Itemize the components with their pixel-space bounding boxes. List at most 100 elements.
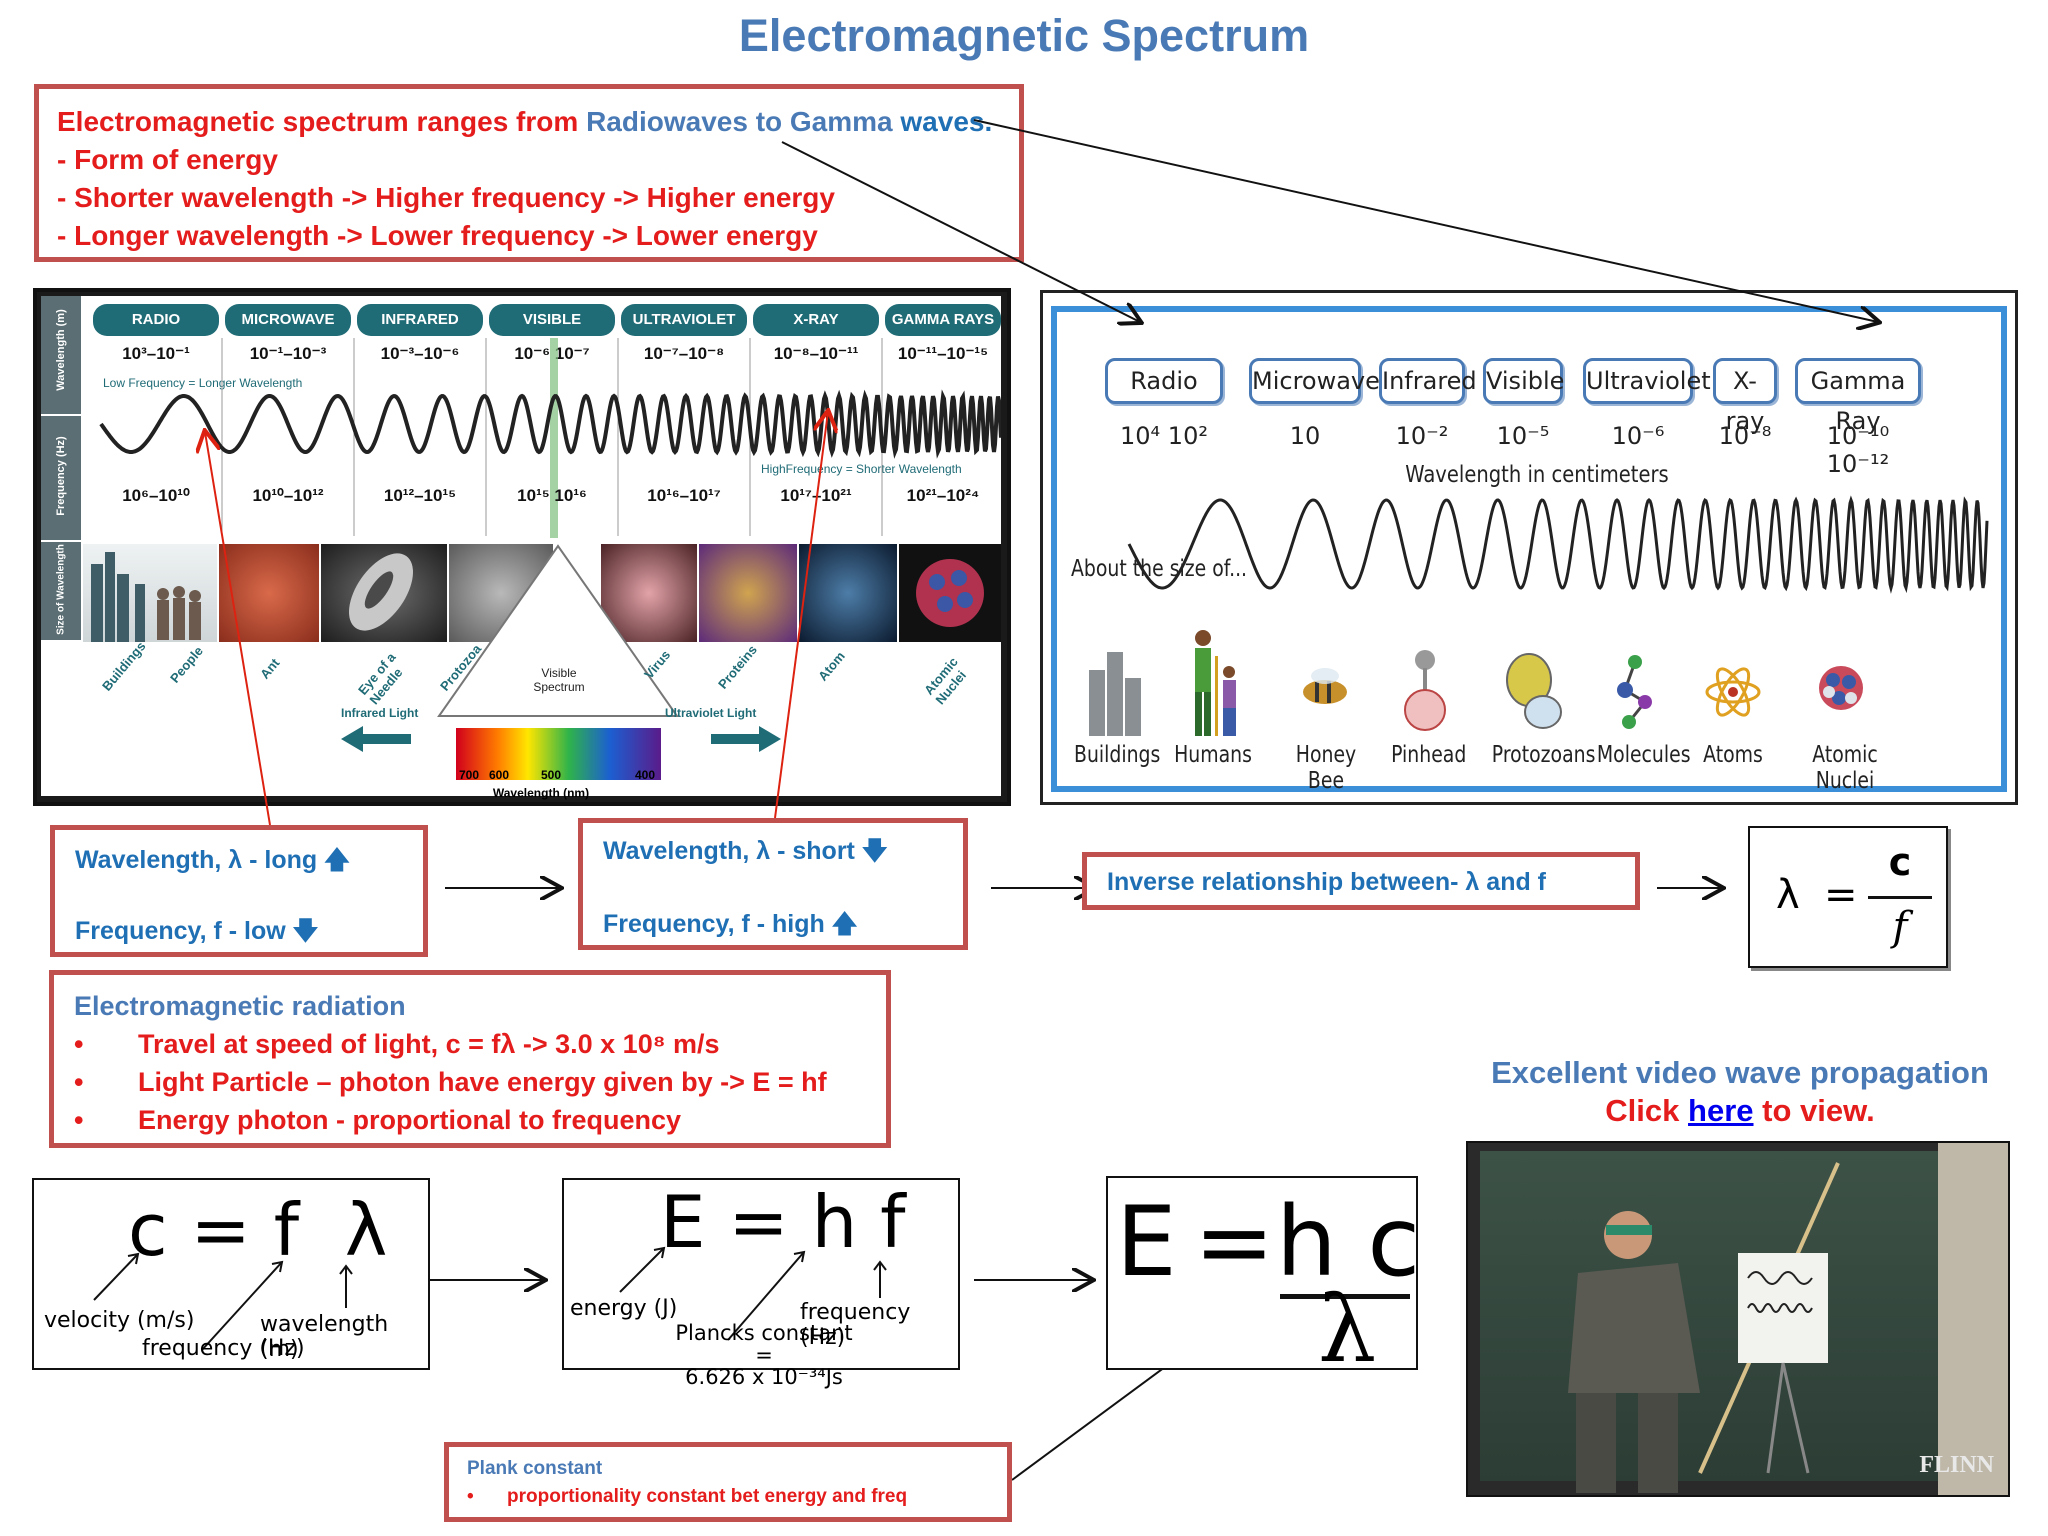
pinhead-icon xyxy=(1404,650,1446,731)
band-header-ultraviolet: ULTRAVIOLET xyxy=(621,304,747,336)
object-label-atomic-nuclei: Atomic Nuclei xyxy=(1812,742,1878,794)
power-visible: 10⁻⁵ xyxy=(1496,422,1550,450)
video-click-line: Click here to view. xyxy=(1605,1093,1875,1128)
object-label-atoms: Atoms xyxy=(1703,742,1763,768)
band-header-xray: X-RAY xyxy=(753,304,879,336)
frequency-range-ultraviolet: 10¹⁶–10¹⁷ xyxy=(647,486,721,505)
intro-bullet: - Form of energy xyxy=(57,144,278,175)
molecules-icon xyxy=(1617,655,1652,729)
object-label-humans: Humans xyxy=(1174,742,1252,768)
up-arrow-icon: 🡅 xyxy=(831,910,858,938)
right-wave-svg xyxy=(1127,495,1989,594)
buildings-icon xyxy=(1089,652,1141,736)
band-dividers xyxy=(99,338,1001,538)
atomic-nuclei-icon xyxy=(1819,666,1863,710)
em-bullet: •Light Particle – photon have energy giv… xyxy=(74,1067,827,1097)
velocity-label: velocity (m/s) xyxy=(44,1308,195,1333)
formula-c-f-lambda: c = f λ xyxy=(128,1188,388,1272)
frequency-range-microwave: 10¹⁰–10¹² xyxy=(252,486,324,505)
frequency-range-gamma: 10²¹–10²⁴ xyxy=(906,486,980,505)
video-link[interactable]: here xyxy=(1688,1093,1754,1128)
long-wavelength-box: Wavelength, λ - long 🡅 Frequency, f - lo… xyxy=(50,825,428,957)
right-panel-frame: Radio Microwave Infrared Visible Ultravi… xyxy=(1051,306,2007,794)
power-radio: 10⁴ 10² xyxy=(1120,422,1208,450)
low-frequency-text: Frequency, f - low 🡇 xyxy=(75,917,319,945)
formula2-arrows xyxy=(619,1246,887,1341)
plank-heading: Plank constant xyxy=(467,1458,603,1479)
em-bullet: •Energy photon - proportional to frequen… xyxy=(74,1105,681,1135)
formula-equals: = xyxy=(1824,872,1858,918)
lambda-formula-box: λ = c f xyxy=(1748,826,1948,968)
nm-tick: 400 xyxy=(634,768,656,782)
arrow-long-wave xyxy=(205,432,271,826)
formula-equals-3: = xyxy=(1194,1186,1275,1298)
intro-bullet: - Shorter wavelength -> Higher frequency… xyxy=(57,182,835,213)
formula-numerator: c xyxy=(1888,840,1912,884)
proteins-image xyxy=(699,544,797,642)
spectrum-wave-left xyxy=(99,389,1001,459)
wavelength-label: wavelength (m) xyxy=(260,1312,389,1362)
buildings-people-image xyxy=(83,544,217,642)
short-wavelength-box: Wavelength, λ - short 🡇 Frequency, f - h… xyxy=(578,818,968,950)
atom-image xyxy=(799,544,897,642)
frequency-range-visible: 10¹⁵ 10¹⁶ xyxy=(517,486,587,505)
inverse-relationship-text: Inverse relationship between- λ and f xyxy=(1107,868,1547,896)
intro-box: Electromagnetic spectrum ranges from Rad… xyxy=(34,84,1024,262)
object-label-molecules: Molecules xyxy=(1596,742,1691,768)
video-thumbnail[interactable]: FLINN xyxy=(1466,1141,2010,1497)
band-header-microwave: MICROWAVE xyxy=(225,304,351,336)
arrow-to-gamma xyxy=(973,119,1878,322)
left-panel-canvas: Wavelength (m) Frequency (Hz) Size of Wa… xyxy=(41,296,1001,800)
down-arrow-icon: 🡇 xyxy=(292,917,319,945)
video-caption: Excellent video wave propagation Click h… xyxy=(1440,1054,2040,1130)
virus-image xyxy=(601,544,697,642)
humans-icon xyxy=(1195,630,1236,736)
band-header-gamma: GAMMA RAYS xyxy=(885,304,1001,336)
formula1-arrows xyxy=(93,1252,353,1351)
visible-spectrum-triangle xyxy=(437,544,679,780)
frequency-range-infrared: 10¹²–10¹⁵ xyxy=(383,486,457,505)
band-header-infrared: INFRARED xyxy=(357,304,483,336)
intro-text-b: Radiowaves to Gamma xyxy=(586,106,893,137)
em-radiation-heading: Electromagnetic radiation xyxy=(74,991,406,1021)
intro-text-a: Electromagnetic spectrum ranges from xyxy=(57,106,579,137)
band-pill-radio: Radio xyxy=(1105,358,1223,404)
ant-image xyxy=(219,544,319,642)
power-ultraviolet: 10⁻⁶ xyxy=(1611,422,1665,450)
intro-bullet: - Longer wavelength -> Lower frequency -… xyxy=(57,220,818,251)
plank-bullet: •proportionality constant bet energy and… xyxy=(467,1486,908,1507)
side-label-wavelength: Wavelength (m) xyxy=(41,296,81,414)
wavelength-range-radio: 10³–10⁻¹ xyxy=(122,344,190,363)
frequency-label: frequency (Hz) xyxy=(142,1336,305,1361)
atoms-icon xyxy=(1705,667,1761,717)
formula-lambda-den: λ xyxy=(1318,1276,1377,1383)
formula-e-hf-box: E = h f energy (J) frequency (Hz) Planck… xyxy=(562,1178,960,1388)
formula-hc: h c xyxy=(1276,1186,1421,1298)
band-pill-ultraviolet: Ultraviolet xyxy=(1583,358,1711,404)
formula-fraction-bar xyxy=(1868,896,1932,899)
inverse-relationship-box: Inverse relationship between- λ and f xyxy=(1082,852,1640,910)
frequency-range-xray: 10¹⁷–10²¹ xyxy=(780,486,852,505)
intro-line-1: Electromagnetic spectrum ranges from Rad… xyxy=(57,103,1001,141)
band-pill-gamma: Gamma Ray xyxy=(1795,358,1921,435)
infrared-light-label: Infrared Light xyxy=(341,706,419,720)
light-arrows xyxy=(341,726,781,752)
right-spectrum-panel: Radio Microwave Infrared Visible Ultravi… xyxy=(1040,290,2018,805)
formula-lambda: λ xyxy=(1776,872,1800,918)
wavelength-range-infrared: 10⁻³–10⁻⁶ xyxy=(380,344,460,363)
spectrum-wave-right xyxy=(1127,495,1989,594)
chalkboard xyxy=(1480,1151,1980,1481)
formula-denominator: f xyxy=(1892,904,1908,950)
power-infrared: 10⁻² xyxy=(1395,422,1449,450)
plancks-constant-label: Plancks constant = 6.626 x 10⁻³⁴Js xyxy=(675,1321,853,1389)
power-microwave: 10 xyxy=(1289,422,1321,450)
wavelength-range-ultraviolet: 10⁻⁷–10⁻⁸ xyxy=(643,344,725,363)
wall xyxy=(1938,1143,2008,1495)
arrow-short-wave xyxy=(774,412,828,819)
about-size-label: About the size of... xyxy=(1071,556,1248,582)
left-spectrum-panel: Wavelength (m) Frequency (Hz) Size of Wa… xyxy=(33,288,1011,806)
down-arrow-icon: 🡇 xyxy=(861,837,888,865)
arrow-to-radio xyxy=(781,141,1140,322)
wavelength-cm-label: Wavelength in centimeters xyxy=(1405,462,1669,488)
